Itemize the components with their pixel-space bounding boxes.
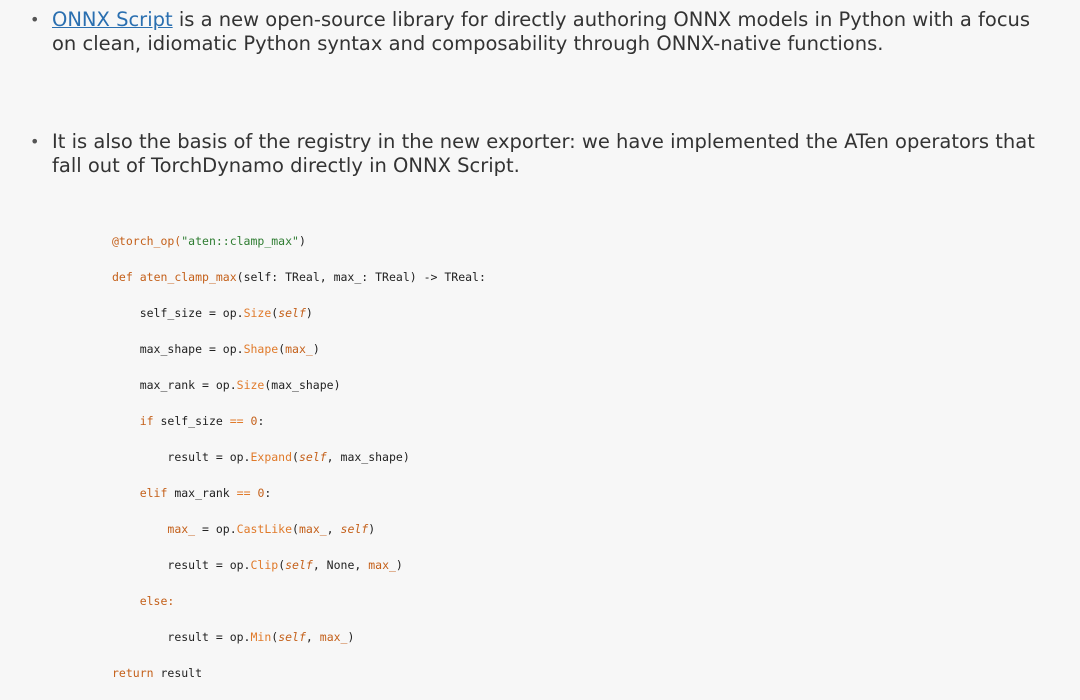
code-keyword: else: <box>139 594 175 608</box>
code-token: ( <box>271 630 279 644</box>
code-var: max_ <box>167 522 196 536</box>
code-token: : <box>264 486 272 500</box>
code-op: Min <box>250 630 272 644</box>
code-token: : <box>257 414 265 428</box>
code-token: self_size <box>153 414 230 428</box>
code-var: max_ <box>319 630 348 644</box>
code-keyword: if <box>139 414 154 428</box>
code-token: (self: TReal, max_: TReal) -> TReal: <box>236 270 486 284</box>
code-line: result = op.Expand(self, max_shape) <box>112 448 486 466</box>
code-token: max_rank = op. <box>139 378 237 392</box>
code-token: ( <box>292 522 299 536</box>
code-token: result = op. <box>167 558 251 572</box>
code-line: def aten_clamp_max(self: TReal, max_: TR… <box>112 268 486 286</box>
code-token: ( <box>278 558 286 572</box>
code-var: max_ <box>368 558 396 572</box>
code-self: self <box>278 630 306 644</box>
code-keyword: return <box>112 666 154 680</box>
code-token: ) <box>347 630 355 644</box>
code-line: result = op.Clip(self, None, max_) <box>112 556 486 574</box>
code-token: result = op. <box>167 450 251 464</box>
code-op: Shape <box>243 342 279 356</box>
bullet-text-1: ONNX Script is a new open-source library… <box>52 8 1042 56</box>
code-line: @torch_op("aten::clamp_max") <box>112 232 486 250</box>
code-token: self_size = op. <box>139 306 244 320</box>
bullet-item-2: • It is also the basis of the registry i… <box>30 130 1042 178</box>
code-token: ( <box>278 342 286 356</box>
code-var: max_ <box>298 522 327 536</box>
code-line: result = op.Min(self, max_) <box>112 628 486 646</box>
code-string: "aten::clamp_max" <box>181 234 299 248</box>
code-var: max_ <box>285 342 313 356</box>
code-op: Size <box>243 306 272 320</box>
code-token: ( <box>292 450 299 464</box>
code-token: (max_shape) <box>264 378 341 392</box>
code-token: , max_shape) <box>326 450 410 464</box>
code-token: result = op. <box>167 630 251 644</box>
code-token: ) <box>298 234 306 248</box>
bullet-dot: • <box>30 132 40 151</box>
code-token: = op. <box>195 522 237 536</box>
code-op: Expand <box>250 450 293 464</box>
code-keyword: def <box>112 270 133 284</box>
code-token: ) <box>368 522 376 536</box>
code-op: == <box>236 486 251 500</box>
code-op: Clip <box>250 558 279 572</box>
code-line: elif max_rank == 0: <box>112 484 486 502</box>
code-self: self <box>285 558 313 572</box>
code-line: if self_size == 0: <box>112 412 486 430</box>
code-self: self <box>340 522 369 536</box>
bullet-body-1: is a new open-source library for directl… <box>52 8 1031 55</box>
code-token: , <box>326 522 341 536</box>
code-op: CastLike <box>236 522 293 536</box>
code-token: ) <box>312 342 320 356</box>
code-line: max_shape = op.Shape(max_) <box>112 340 486 358</box>
code-token: ) <box>395 558 403 572</box>
code-token: ) <box>305 306 313 320</box>
code-token: , <box>305 630 320 644</box>
code-op: Size <box>236 378 265 392</box>
code-block: @torch_op("aten::clamp_max") def aten_cl… <box>112 214 486 700</box>
code-decorator: @torch_op( <box>112 234 182 248</box>
code-token: , None, <box>312 558 369 572</box>
bullet-text-2: It is also the basis of the registry in … <box>52 130 1035 177</box>
code-line: self_size = op.Size(self) <box>112 304 486 322</box>
code-self: self <box>298 450 327 464</box>
code-function-name: aten_clamp_max <box>139 270 237 284</box>
code-token: ( <box>271 306 279 320</box>
code-number: 0 <box>257 486 265 500</box>
code-line: else: <box>112 592 486 610</box>
bullet-dot: • <box>30 10 40 29</box>
code-token: max_rank <box>167 486 237 500</box>
code-number: 0 <box>250 414 258 428</box>
code-line: return result <box>112 664 486 682</box>
onnx-script-link[interactable]: ONNX Script <box>52 8 173 31</box>
bullet-item-1: • ONNX Script is a new open-source libra… <box>30 8 1042 56</box>
code-line: max_ = op.CastLike(max_, self) <box>112 520 486 538</box>
code-keyword: elif <box>139 486 168 500</box>
code-line: max_rank = op.Size(max_shape) <box>112 376 486 394</box>
code-self: self <box>278 306 306 320</box>
code-token: result <box>153 666 203 680</box>
code-token: max_shape = op. <box>139 342 244 356</box>
code-op: == <box>229 414 244 428</box>
